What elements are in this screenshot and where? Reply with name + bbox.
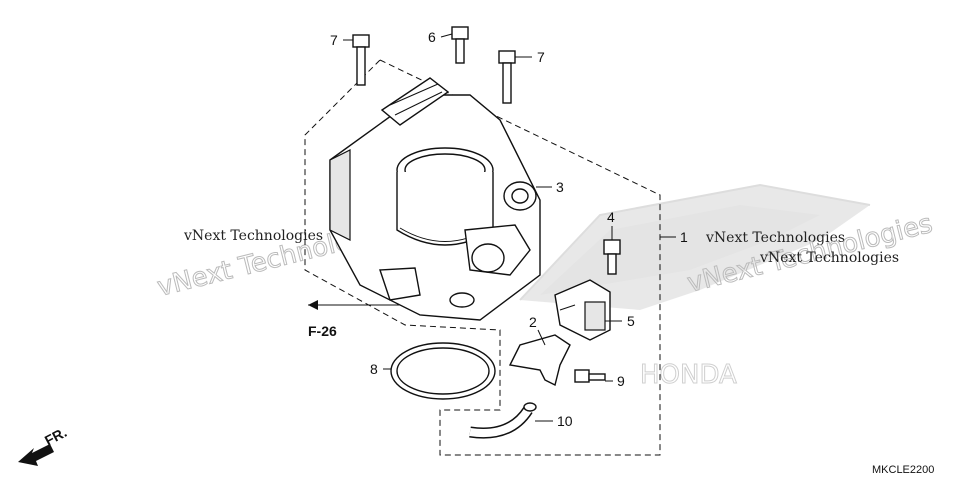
bolt-6[interactable]	[451, 26, 469, 64]
callout-9: 9	[617, 373, 625, 389]
callout-6: 6	[428, 29, 436, 45]
sensor-5[interactable]	[554, 279, 611, 341]
diagram-code: MKCLE2200	[872, 464, 934, 476]
direction-label: FR.	[42, 424, 69, 449]
bolt-7-left[interactable]	[352, 34, 370, 86]
bracket-2[interactable]	[508, 334, 571, 387]
watermark-text: vNext Technologies	[759, 250, 899, 266]
callout-4: 4	[607, 209, 615, 225]
callout-8: 8	[370, 361, 378, 377]
front-direction-arrow	[18, 444, 54, 466]
reference-arrow	[308, 300, 318, 310]
callout-7-left: 7	[330, 32, 338, 48]
callout-7-right: 7	[537, 49, 545, 65]
callout-3: 3	[556, 179, 564, 195]
assembly-boundary	[304, 59, 661, 456]
screw-9[interactable]	[574, 369, 606, 383]
callout-leaders	[343, 33, 676, 422]
bolt-7-right[interactable]	[498, 50, 516, 104]
reference-label: F-26	[308, 323, 337, 339]
o-ring-8[interactable]	[390, 342, 496, 400]
brand-watermark: HONDA	[640, 360, 737, 390]
watermark-text: vNext Technologies	[183, 228, 323, 244]
watermark-text: vNext Technologies	[705, 230, 845, 246]
callout-10: 10	[557, 413, 573, 429]
hose-10[interactable]	[469, 402, 537, 439]
callout-2: 2	[529, 314, 537, 330]
callout-5: 5	[627, 313, 635, 329]
throttle-body[interactable]	[329, 77, 541, 321]
callout-1: 1	[680, 229, 688, 245]
